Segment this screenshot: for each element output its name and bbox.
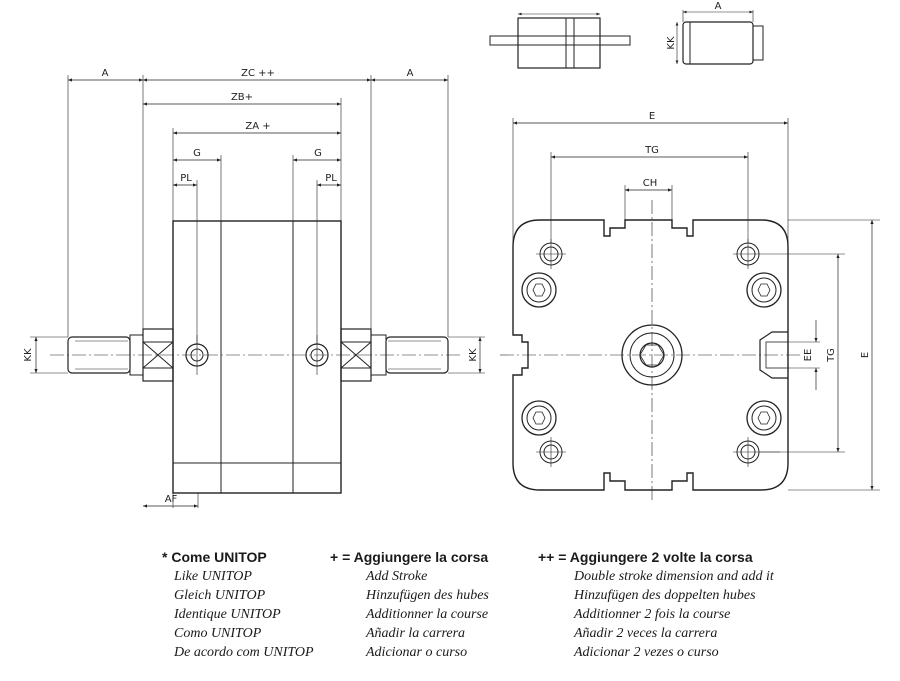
top-detail-rod [489, 12, 631, 69]
dim-ch: CH [643, 178, 658, 189]
dim-ee: EE [803, 349, 814, 362]
legend-heading: + = Aggiungere la corsa [330, 549, 489, 565]
legend-item: De acordo com UNITOP [174, 645, 314, 660]
dim-a-left: A [102, 68, 109, 79]
dim-e-side: E [860, 352, 871, 358]
legend-add-stroke: + = Aggiungere la corsa Add Stroke Hinzu… [330, 548, 489, 662]
dim-pl-left: PL [180, 173, 192, 184]
dim-tg-top: TG [644, 145, 659, 156]
dim-a-top: A [715, 1, 722, 12]
legend-item: Añadir 2 veces la carrera [574, 626, 718, 641]
legend-item: Additionner 2 fois la course [574, 607, 731, 622]
legend-like-unitop: * Come UNITOP Like UNITOP Gleich UNITOP … [162, 548, 314, 662]
legend-item: Como UNITOP [174, 626, 262, 641]
legend-item: Additionner la course [366, 607, 489, 622]
legend-item: Like UNITOP [174, 569, 252, 584]
side-view-labels: A ZC ++ A ZB+ ZA + G G PL PL KK KK AF [23, 68, 479, 505]
legend-item: Add Stroke [366, 569, 428, 584]
legend-heading: ++ = Aggiungere 2 volte la corsa [538, 549, 753, 565]
legend-double-stroke: ++ = Aggiungere 2 volte la corsa Double … [538, 548, 774, 662]
legend-item: Añadir la carrera [366, 626, 466, 641]
dim-kk-left: KK [23, 348, 34, 362]
dim-zc: ZC ++ [241, 68, 275, 79]
dim-g-right: G [314, 148, 322, 159]
dim-za: ZA + [245, 121, 270, 132]
legend-item: Identique UNITOP [174, 607, 281, 622]
legend-item: Gleich UNITOP [174, 588, 266, 603]
legend-item: Hinzufügen des hubes [366, 588, 489, 603]
front-view [500, 118, 880, 500]
legend-item: Adicionar 2 vezes o curso [574, 645, 719, 660]
technical-drawing: A ZC ++ A ZB+ ZA + G G PL PL KK KK AF A … [23, 1, 880, 508]
dim-kk-right: KK [468, 348, 479, 362]
legend-item: Double stroke dimension and add it [574, 569, 774, 584]
legend-heading: * Come UNITOP [162, 549, 267, 565]
front-view-labels: E TG CH EE TG E [643, 111, 871, 363]
dim-a-right: A [407, 68, 414, 79]
dim-kk-top: KK [666, 36, 677, 50]
dim-pl-right: PL [325, 173, 337, 184]
dim-e-top: E [649, 111, 655, 122]
dim-af: AF [165, 494, 178, 505]
legend-item: Adicionar o curso [366, 645, 468, 660]
dim-zb: ZB+ [231, 92, 253, 103]
top-detail-nut [675, 10, 764, 65]
side-view [30, 75, 485, 508]
dim-tg-side: TG [826, 348, 837, 363]
legend-item: Hinzufügen des doppelten hubes [574, 588, 756, 603]
dim-g-left: G [193, 148, 201, 159]
